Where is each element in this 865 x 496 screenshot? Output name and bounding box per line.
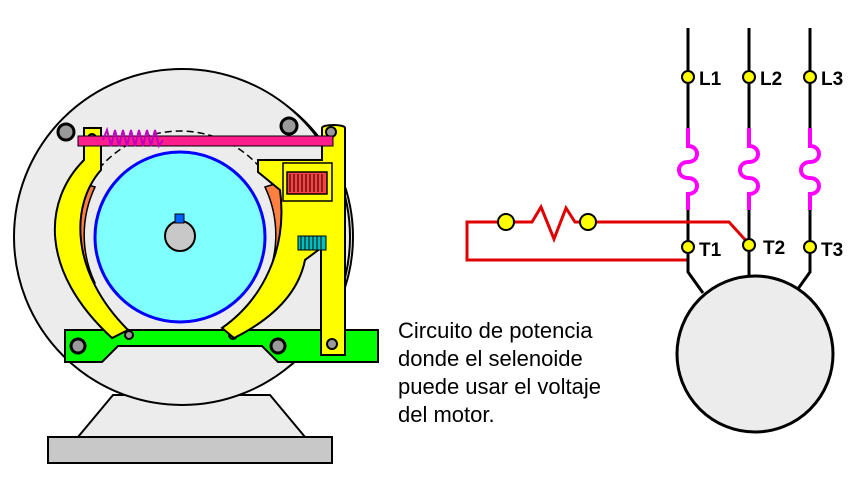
shaft-key [174,213,185,224]
solenoid-supply-wire-2 [590,220,751,246]
motor-base-plate [47,436,333,464]
pivot-icon [124,330,134,340]
motor-lead-t3 [793,254,812,294]
control-terminal-icon [497,213,515,231]
solenoid-coil-resistor-icon [508,203,588,244]
label-l3: L3 [821,69,843,90]
terminal-l3-icon [803,70,817,84]
terminal-t1-icon [681,240,695,254]
tension-spring-icon [102,126,164,149]
fuse-l2-icon [738,128,760,210]
terminal-t3-icon [803,240,817,254]
motor-lead-t1 [686,254,705,294]
solenoid-coil-icon [286,171,328,195]
solenoid-supply-wire [465,220,688,262]
pivot-icon [326,338,338,350]
bolt-icon [279,116,299,136]
solenoid-winding [289,174,323,192]
label-t3: T3 [821,240,843,261]
pivot-icon [69,337,87,355]
fuse-l1-icon [677,128,699,210]
terminal-l2-icon [742,70,756,84]
spring-small-icon [297,235,327,251]
control-terminal-icon [579,213,597,231]
caption-text: Circuito de potencia donde el selenoide … [398,317,668,429]
terminal-t2-icon [742,238,756,252]
label-l2: L2 [760,69,782,90]
brake-arm-left [53,127,130,340]
pivot-icon [269,337,287,355]
bolt-icon [56,122,76,142]
motor-symbol-icon [675,274,835,434]
caption-line: Circuito de potencia [398,318,593,343]
power-circuit: L1 L2 L3 T1 T2 T3 [465,28,843,434]
label-t1: T1 [699,240,722,261]
fuse-l3-icon [799,128,821,210]
terminal-l1-icon [681,70,695,84]
caption-line: puede usar el voltaje [398,374,602,399]
motor-with-brake [13,68,379,464]
caption-line: donde el selenoide [398,346,583,371]
label-l1: L1 [699,69,722,90]
shaft-icon [164,220,196,252]
spring-tension-bar [77,135,334,147]
label-t2: T2 [763,238,785,259]
brake-base-bar [64,329,379,363]
caption-line: del motor. [398,402,495,427]
